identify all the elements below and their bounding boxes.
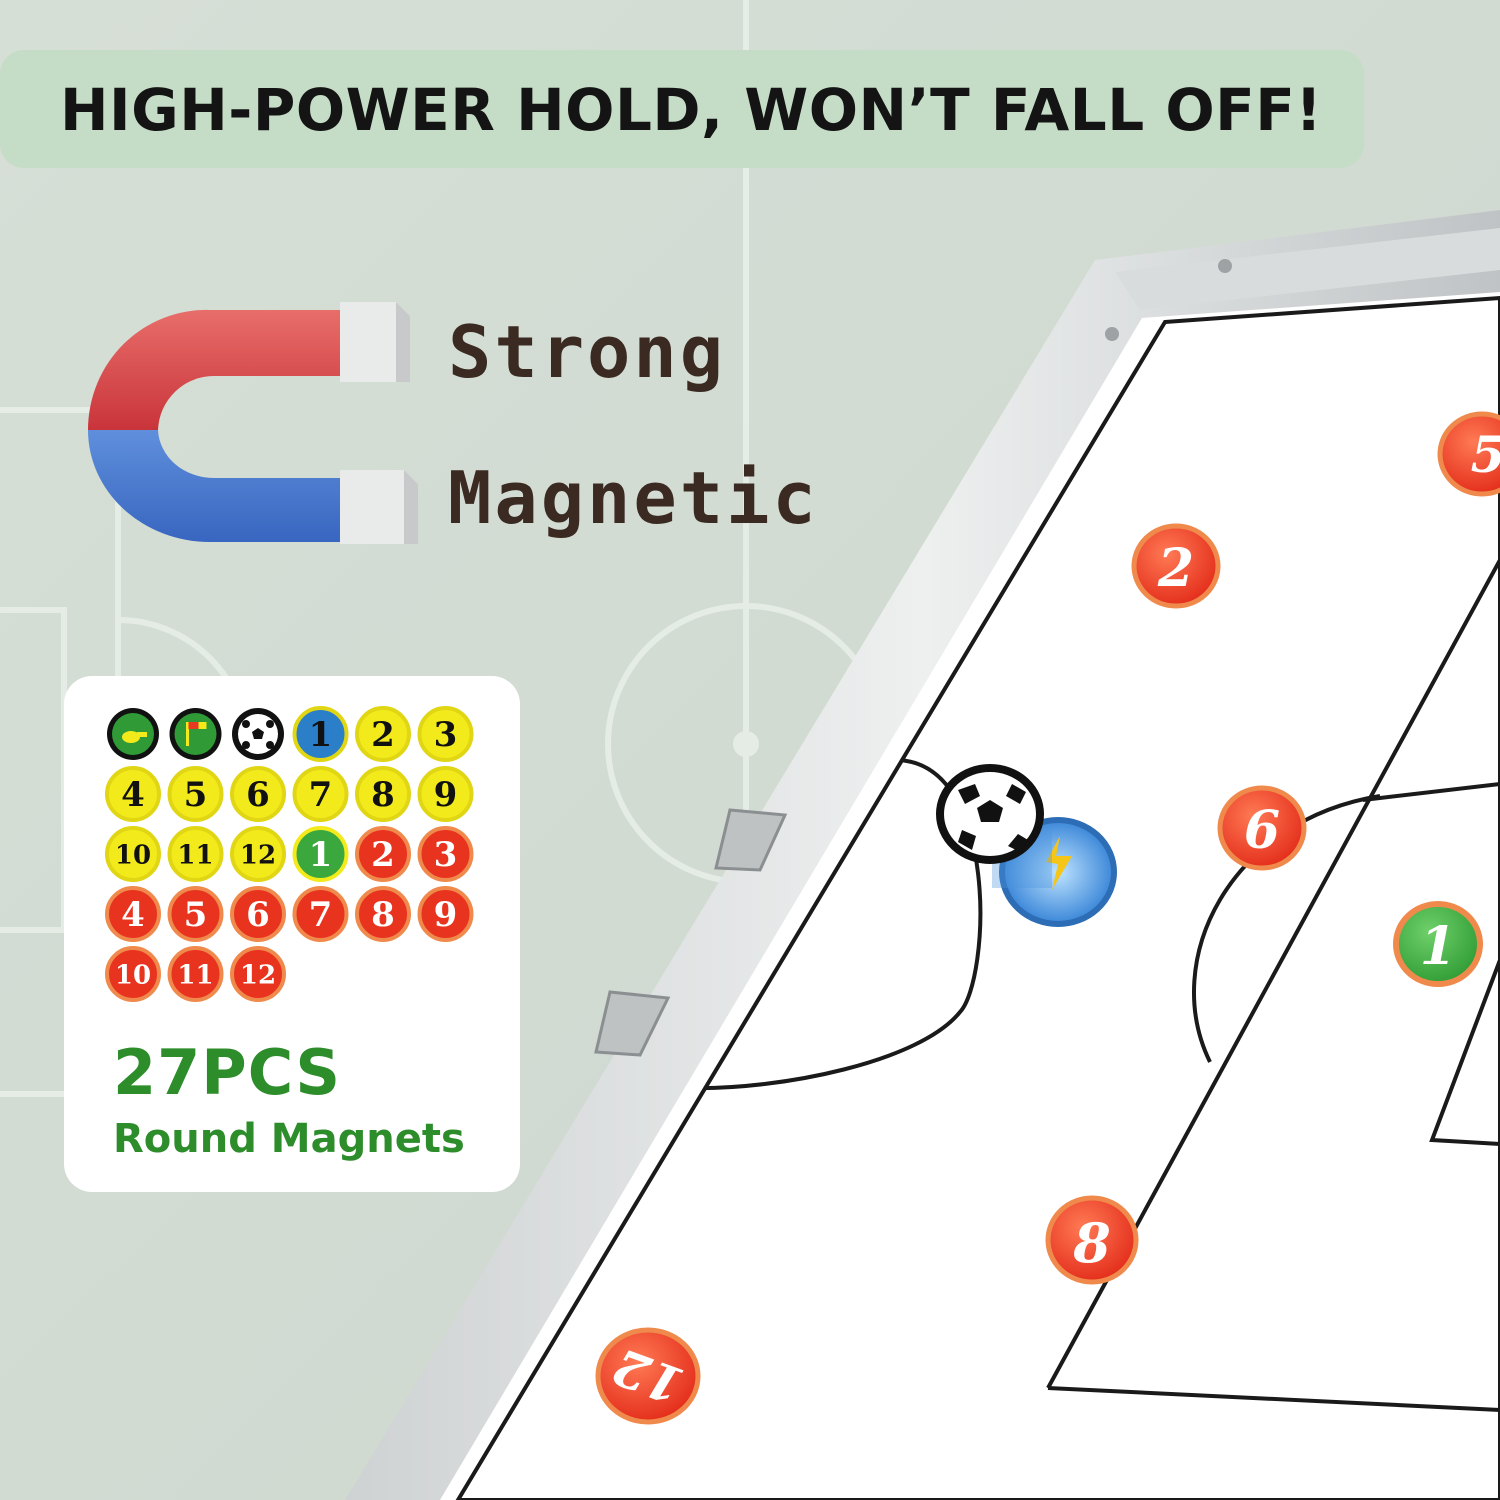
board-piece-2: 2 [1131, 523, 1221, 609]
red-magnet-7: 7 [292, 886, 349, 942]
red-magnet-2: 2 [355, 826, 411, 882]
yellow-magnet-2-label: 2 [371, 715, 395, 755]
yellow-magnet-1: 1 [292, 706, 349, 762]
board-clips [594, 808, 788, 1057]
board-piece-6: 6 [1217, 785, 1307, 871]
yellow-magnet-8-label: 8 [371, 775, 395, 815]
red-magnet-6: 6 [230, 886, 286, 942]
red-magnet-3: 3 [417, 826, 474, 882]
red-magnet-12: 12 [230, 946, 286, 1002]
red-magnet-6-label: 6 [246, 895, 270, 935]
red-magnet-9: 9 [417, 886, 474, 942]
svg-text:1: 1 [1420, 916, 1456, 977]
red-magnet-1: 1 [292, 826, 349, 882]
board-magnets: 5 2 6 1 8 12 [595, 411, 1500, 1425]
yellow-magnet-10-label: 10 [115, 840, 151, 870]
headline-text: HIGH-POWER HOLD, WON’T FALL OFF! [60, 76, 1323, 144]
red-magnet-12-label: 12 [240, 960, 276, 990]
svg-text:2: 2 [1157, 538, 1194, 599]
assistant-referee-flag-icon [169, 708, 222, 760]
red-magnet-11: 11 [167, 946, 224, 1002]
yellow-magnet-7-label: 7 [309, 775, 333, 815]
red-magnet-8-label: 8 [371, 895, 395, 935]
soccer-ball-magnet-icon [936, 764, 1117, 927]
magnet-description: Round Magnets [113, 1116, 465, 1162]
yellow-magnet-12-label: 12 [240, 840, 276, 870]
red-magnet-10-label: 10 [115, 960, 151, 990]
yellow-magnet-1-label: 1 [309, 715, 333, 755]
yellow-magnet-7: 7 [292, 766, 349, 822]
headline-banner [0, 50, 1364, 168]
svg-text:6: 6 [1244, 800, 1280, 861]
yellow-magnet-5-label: 5 [184, 775, 208, 815]
red-magnet-5: 5 [167, 886, 224, 942]
board-piece-1: 1 [1393, 901, 1483, 987]
feature-line-magnetic: Magnetic [448, 456, 819, 540]
yellow-magnet-6: 6 [230, 766, 286, 822]
yellow-magnet-8: 8 [355, 766, 411, 822]
horseshoe-magnet-icon [87, 302, 418, 544]
yellow-magnet-12: 12 [230, 826, 286, 882]
yellow-magnet-3: 3 [417, 706, 474, 762]
referee-whistle-icon [107, 708, 159, 760]
board-piece-8: 8 [1045, 1195, 1139, 1285]
yellow-magnet-10: 10 [105, 826, 161, 882]
red-magnet-10: 10 [105, 946, 161, 1002]
red-magnet-1-label: 1 [309, 835, 333, 875]
yellow-magnet-3-label: 3 [434, 715, 458, 755]
yellow-magnet-11-label: 11 [177, 840, 213, 870]
yellow-magnet-2: 2 [355, 706, 411, 762]
yellow-magnet-6-label: 6 [246, 775, 270, 815]
red-magnet-4-label: 4 [121, 895, 145, 935]
yellow-magnet-5: 5 [167, 766, 224, 822]
red-magnet-7-label: 7 [309, 895, 333, 935]
red-magnet-9-label: 9 [434, 895, 458, 935]
red-magnet-3-label: 3 [434, 835, 458, 875]
soccer-ball-icon [232, 708, 284, 760]
tactics-board [345, 210, 1500, 1500]
red-magnet-4: 4 [105, 886, 161, 942]
board-piece-12: 12 [595, 1327, 701, 1425]
yellow-magnet-11: 11 [167, 826, 224, 882]
yellow-magnet-9-label: 9 [434, 775, 458, 815]
yellow-magnet-9: 9 [417, 766, 474, 822]
yellow-magnet-4-label: 4 [121, 775, 145, 815]
red-magnet-11-label: 11 [177, 960, 213, 990]
red-magnet-5-label: 5 [184, 895, 208, 935]
red-magnet-2-label: 2 [371, 835, 395, 875]
yellow-magnet-4: 4 [105, 766, 161, 822]
svg-text:8: 8 [1072, 1211, 1111, 1275]
svg-text:5: 5 [1471, 425, 1500, 484]
feature-line-strong: Strong [448, 310, 727, 394]
board-piece-5: 5 [1437, 411, 1500, 497]
red-magnet-8: 8 [355, 886, 411, 942]
magnet-count: 27PCS [113, 1036, 342, 1109]
